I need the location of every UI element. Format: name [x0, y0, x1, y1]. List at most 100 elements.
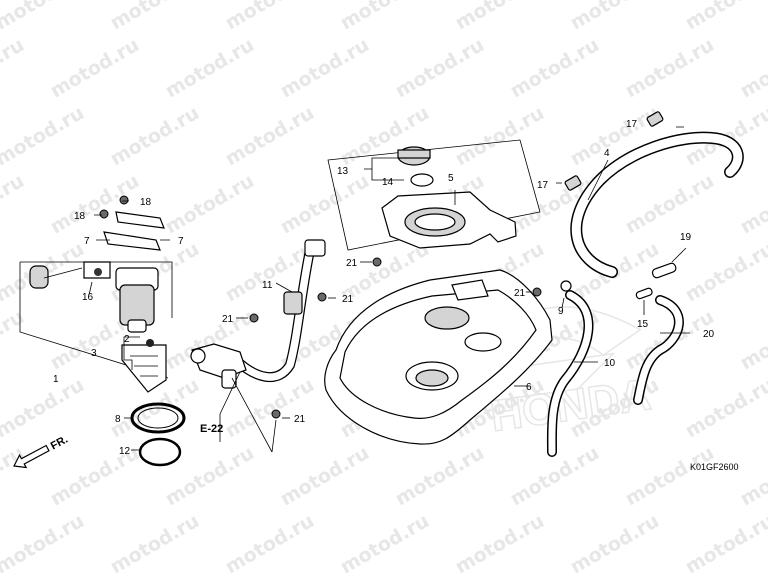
bolt-18-upper	[119, 195, 129, 205]
callout-19: 19	[680, 232, 692, 243]
callout-7-left: 7	[84, 236, 90, 247]
watermark-text: motod.ru	[277, 442, 373, 510]
reference-label: E-22	[200, 423, 223, 435]
callout-21-e: 21	[514, 288, 526, 299]
cap-gasket	[410, 173, 434, 187]
watermark-text: motod.ru	[737, 442, 768, 510]
retainer-plate-upper	[115, 211, 165, 229]
watermark-text: motod.ru	[622, 170, 718, 238]
callout-6: 6	[526, 382, 532, 393]
pump-body	[119, 284, 155, 326]
fuel-hose-11	[190, 239, 326, 389]
watermark-text: motod.ru	[0, 510, 88, 576]
tube-joint-15	[635, 287, 653, 300]
callout-12: 12	[119, 446, 131, 457]
pump-strainer-cap	[127, 319, 147, 333]
watermark-text: motod.ru	[392, 34, 488, 102]
tube-clip-17-upper	[646, 111, 664, 127]
watermark-text: motod.ru	[567, 510, 663, 576]
callout-13: 13	[337, 166, 349, 177]
watermark-text: motod.ru	[162, 442, 258, 510]
watermark-text: motod.ru	[222, 0, 318, 34]
watermark-text: motod.ru	[737, 170, 768, 238]
callout-1: 1	[53, 374, 59, 385]
watermark-text: motod.ru	[452, 510, 548, 576]
watermark-text: motod.ru	[222, 102, 318, 170]
watermark-text: motod.ru	[277, 170, 373, 238]
retainer-plate-lower	[103, 231, 161, 251]
callout-18-upper: 18	[140, 197, 152, 208]
hose-connector-upper	[304, 239, 326, 257]
group-bracket-1-top	[20, 261, 173, 318]
callout-21-d: 21	[294, 414, 306, 425]
watermark-text: motod.ru	[222, 510, 318, 576]
callout-17-lower: 17	[537, 180, 549, 191]
watermark-text: motod.ru	[682, 374, 768, 442]
fuel-float	[29, 265, 49, 289]
callout-7-right: 7	[178, 236, 184, 247]
o-ring-12	[138, 437, 182, 467]
fuel-pump-group	[19, 261, 186, 467]
plug-9	[560, 280, 572, 292]
callout-10: 10	[604, 358, 616, 369]
filler-cup-group	[327, 139, 541, 251]
watermark-text: motod.ru	[737, 306, 768, 374]
watermark-text: motod.ru	[622, 442, 718, 510]
callout-14: 14	[382, 177, 394, 188]
watermark-text: motod.ru	[507, 34, 603, 102]
watermark-text: motod.ru	[567, 0, 663, 34]
drain-tubes-group	[546, 262, 684, 457]
watermark-text: motod.ru	[337, 510, 433, 576]
watermark-text: motod.ru	[682, 238, 768, 306]
watermark-text: motod.ru	[0, 102, 88, 170]
leader-lines	[88, 126, 690, 453]
watermark-text: motod.ru	[47, 170, 143, 238]
watermark-text: motod.ru	[107, 510, 203, 576]
diagram-code: K01GF2600	[690, 462, 739, 472]
callout-8: 8	[115, 414, 121, 425]
callout-5: 5	[448, 173, 454, 184]
watermark-text: motod.ru	[337, 0, 433, 34]
watermark-text: motod.ru	[452, 0, 548, 34]
callout-18-lower: 18	[74, 211, 86, 222]
watermark-text: motod.ru	[622, 34, 718, 102]
hose-clamp	[283, 291, 303, 315]
watermark-text: motod.ru	[452, 102, 548, 170]
bolt-18-lower	[99, 209, 109, 219]
watermark-text: motod.ru	[0, 306, 28, 374]
callout-21-c: 21	[222, 314, 234, 325]
tube-clip-17-lower	[564, 175, 582, 191]
callout-4: 4	[604, 148, 610, 159]
callout-15: 15	[637, 319, 649, 330]
watermark-text: motod.ru	[162, 34, 258, 102]
breather-tube-4	[564, 111, 744, 278]
watermark-text: motod.ru	[0, 170, 28, 238]
watermark-text: motod.ru	[0, 0, 88, 34]
watermark-text: motod.ru	[682, 0, 768, 34]
callout-11: 11	[262, 280, 273, 291]
watermark-text: motod.ru	[162, 170, 258, 238]
pump-filter	[121, 344, 167, 393]
fuel-tank	[324, 269, 553, 445]
callout-2: 2	[124, 334, 130, 345]
tank-filler-neck	[424, 306, 470, 330]
watermark-text: motod.ru	[277, 34, 373, 102]
bolts-21	[249, 257, 542, 419]
watermark-text: motod.ru	[567, 102, 663, 170]
callout-labels: 13 14 5 4 17 17 18 18 7 7 16 2 3 1 8 12 …	[53, 119, 715, 457]
callout-21-a: 21	[346, 258, 358, 269]
watermark-text: motod.ru	[107, 0, 203, 34]
tube-joint-19	[651, 262, 677, 279]
watermark-text: motod.ru	[107, 102, 203, 170]
watermark-text: motod.ru	[0, 34, 28, 102]
callout-3: 3	[91, 348, 97, 359]
callout-21-b: 21	[342, 294, 354, 305]
watermark-text: motod.ru	[0, 442, 28, 510]
callout-20: 20	[703, 329, 715, 340]
watermark-text: motod.ru	[737, 34, 768, 102]
callout-9: 9	[558, 306, 564, 317]
watermark-text: motod.ru	[682, 510, 768, 576]
watermark-text: motod.ru	[392, 442, 488, 510]
